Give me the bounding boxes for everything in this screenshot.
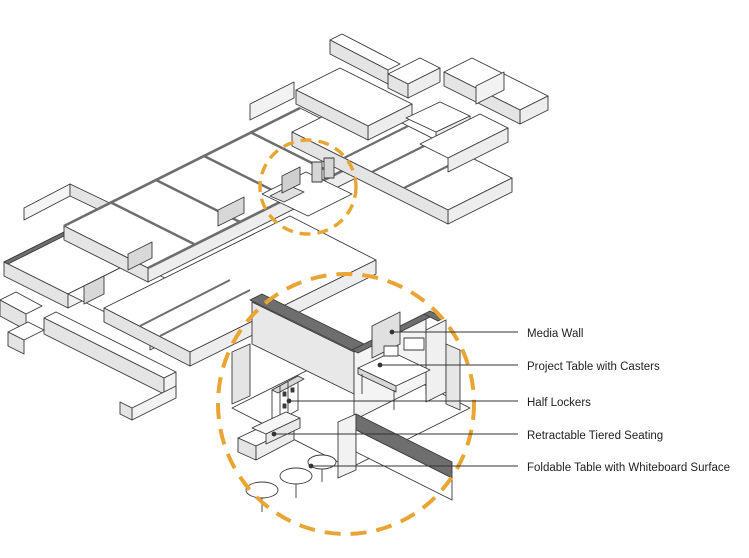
callout-label-project-table: Project Table with Casters bbox=[527, 361, 660, 373]
foldable-tables bbox=[245, 454, 337, 512]
callout-label-half-lockers: Half Lockers bbox=[527, 397, 591, 409]
room-detail bbox=[231, 293, 471, 512]
project-table bbox=[357, 337, 431, 410]
callout-half-lockers: Half Lockers bbox=[286, 397, 591, 409]
highlighted-room-small bbox=[261, 157, 353, 217]
highlight-ring-small bbox=[258, 138, 358, 236]
callout-tiered-seating: Retractable Tiered Seating bbox=[271, 430, 663, 442]
highlight-ring-large bbox=[216, 272, 476, 536]
callout-foldable-table: Foldable Table with Whiteboard Surface bbox=[308, 462, 730, 474]
callout-media-wall: Media Wall bbox=[389, 328, 583, 340]
east-wing bbox=[249, 33, 549, 225]
callout-label-media-wall: Media Wall bbox=[527, 328, 583, 340]
callouts: Media Wall Project Table with Casters Ha… bbox=[271, 328, 730, 474]
callout-label-foldable-table: Foldable Table with Whiteboard Surface bbox=[527, 462, 730, 474]
callout-project-table: Project Table with Casters bbox=[377, 361, 660, 373]
building-overview bbox=[0, 33, 549, 421]
callout-label-tiered-seating: Retractable Tiered Seating bbox=[527, 430, 663, 442]
